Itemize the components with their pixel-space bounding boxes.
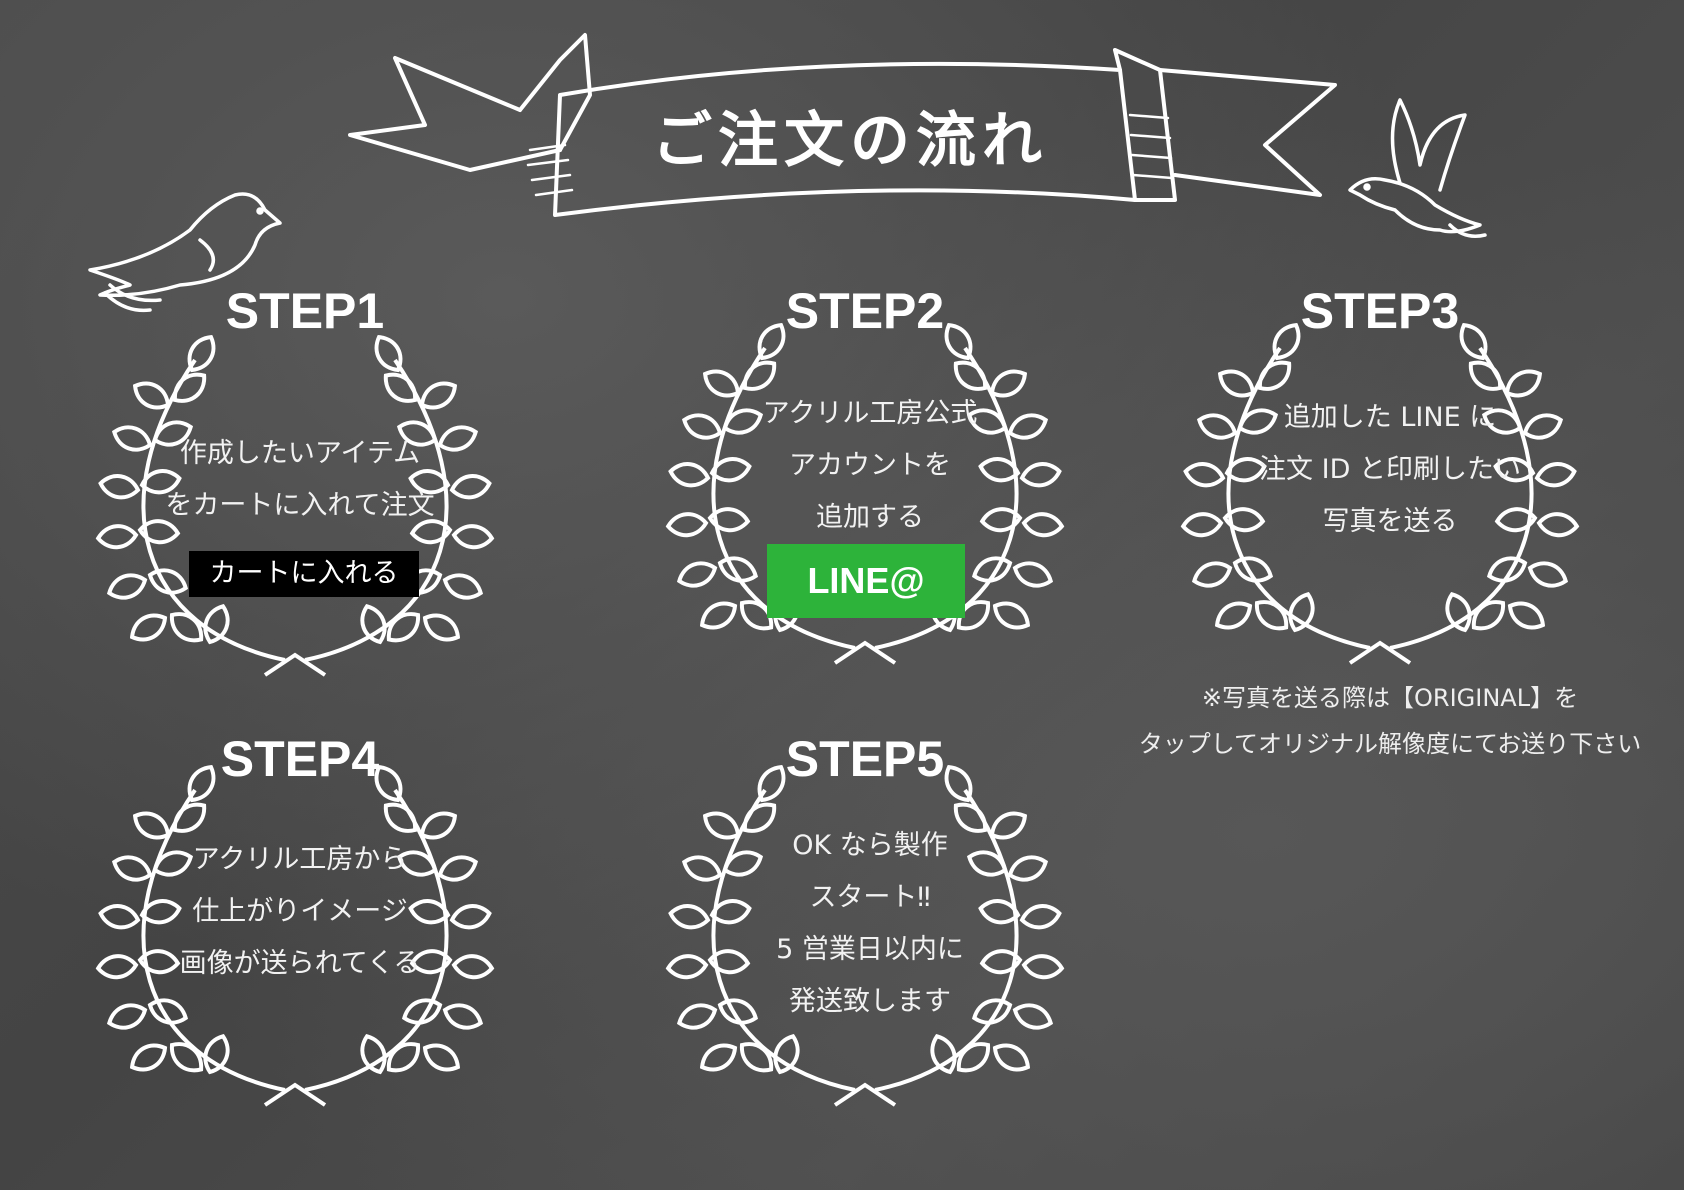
line-add-friend-button[interactable]: LINE@ (767, 544, 965, 618)
ribbon-banner (348, 33, 1337, 217)
dove-icon (1348, 98, 1487, 238)
step3-line-2: 注文 ID と印刷したい (1259, 454, 1521, 485)
step3-label: STEP3 (1300, 283, 1460, 339)
step1-label: STEP1 (225, 283, 385, 339)
step5-line-4: 発送致します (789, 986, 951, 1017)
step2-line-3: 追加する (816, 502, 924, 533)
step3-description: 追加した LINE に 注文 ID と印刷したい 写真を送る (1230, 392, 1550, 548)
step2-description: アクリル工房公式 アカウントを 追加する (720, 388, 1020, 544)
step1-line-2: をカートに入れて注文 (165, 490, 435, 521)
step5-label: STEP5 (785, 731, 945, 787)
step4-line-3: 画像が送られてくる (179, 948, 421, 979)
step2-line-1: アクリル工房公式 (762, 398, 978, 429)
step4-label: STEP4 (220, 731, 380, 787)
step4-line-1: アクリル工房から (192, 844, 408, 875)
step3-line-1: 追加した LINE に (1283, 402, 1497, 433)
page-title: ご注文の流れ (652, 106, 1048, 176)
photo-note: ※写真を送る際は【ORIGINAL】を タップしてオリジナル解像度にてお送り下さ… (1130, 675, 1650, 767)
step4-description: アクリル工房から 仕上がりイメージ 画像が送られてくる (150, 834, 450, 990)
step3-line-3: 写真を送る (1322, 506, 1458, 537)
step5-line-3: 5 営業日以内に (776, 934, 964, 965)
add-to-cart-button[interactable]: カートに入れる (189, 551, 419, 597)
step2-line-2: アカウントを (789, 450, 951, 481)
photo-note-line-1: ※写真を送る際は【ORIGINAL】を (1201, 684, 1579, 712)
step4-line-2: 仕上がりイメージ (192, 896, 408, 927)
step1-line-1: 作成したいアイテム (179, 438, 421, 469)
step2-label: STEP2 (785, 283, 945, 339)
step5-description: OK なら製作 スタート‼ 5 営業日以内に 発送致します (720, 820, 1020, 1028)
step1-description: 作成したいアイテム をカートに入れて注文 (150, 428, 450, 532)
step5-line-2: スタート‼ (809, 882, 931, 913)
bird-icon (88, 192, 282, 313)
photo-note-line-2: タップしてオリジナル解像度にてお送り下さい (1138, 730, 1642, 758)
step5-line-1: OK なら製作 (792, 830, 948, 861)
